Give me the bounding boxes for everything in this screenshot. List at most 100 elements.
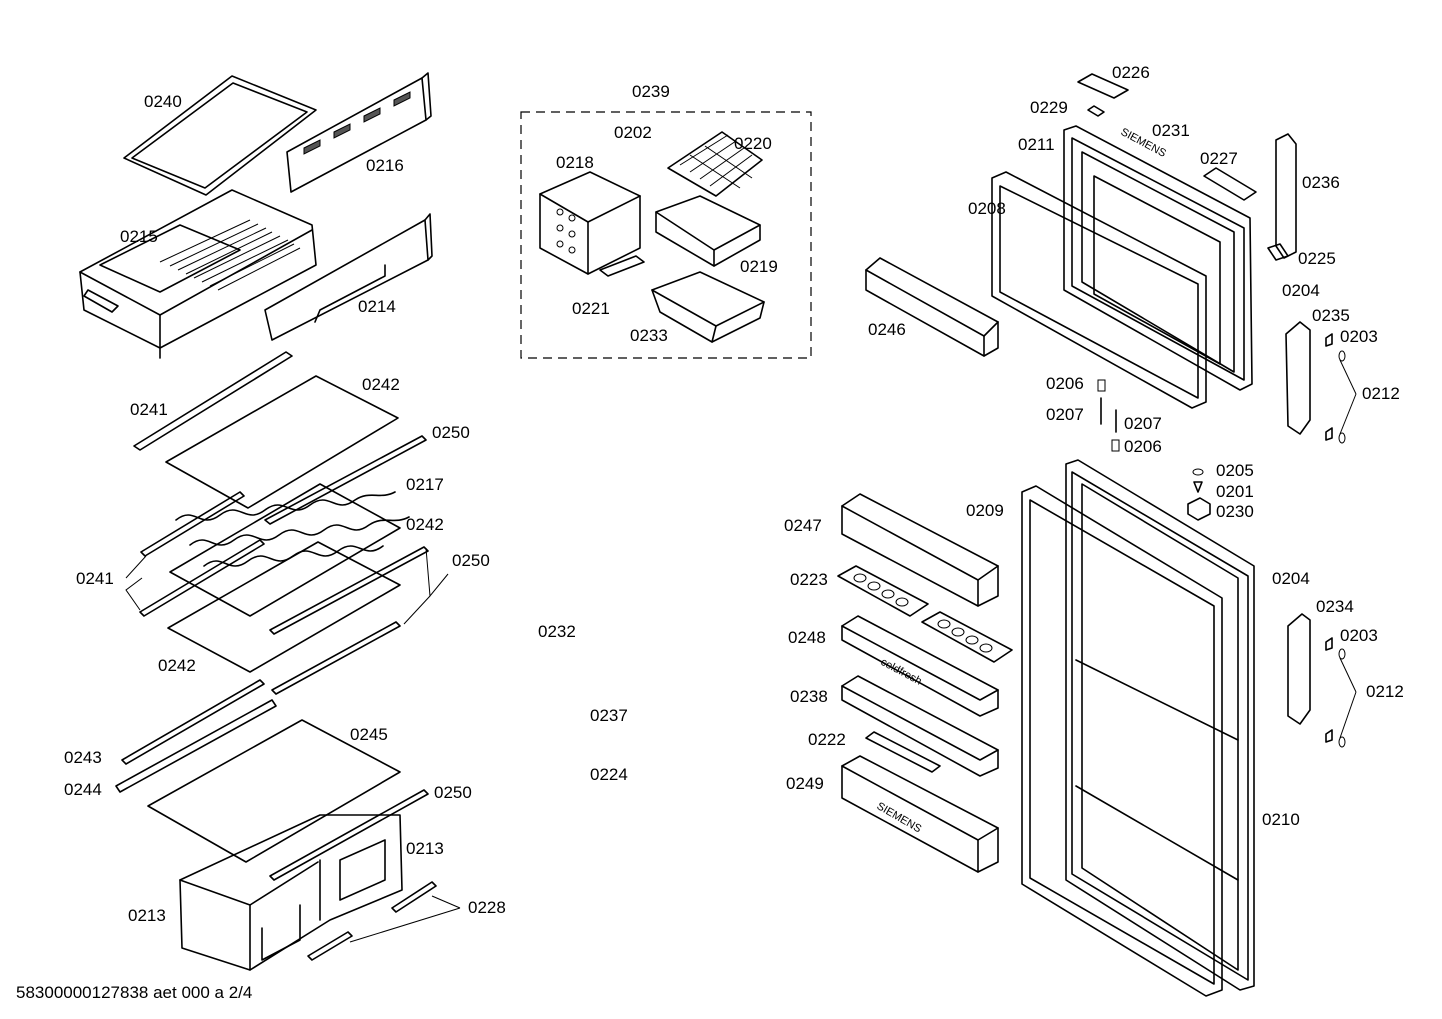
label-0245: 0245 xyxy=(350,725,388,744)
label-0209: 0209 xyxy=(966,501,1004,520)
label-0212-top: 0212 xyxy=(1362,384,1400,403)
label-0240: 0240 xyxy=(144,92,182,111)
caps-0212a xyxy=(1338,350,1346,444)
label-0230: 0230 xyxy=(1216,502,1254,521)
handle-0234 xyxy=(1287,613,1311,725)
label-0207-left: 0207 xyxy=(1046,405,1084,424)
front-trim-0244 xyxy=(115,699,277,793)
slide-0228 xyxy=(307,881,437,961)
label-0231: 0231 xyxy=(1152,121,1190,140)
ice-maker-housing-0218 xyxy=(539,171,641,275)
label-0232: 0232 xyxy=(538,622,576,641)
label-0201: 0201 xyxy=(1216,482,1254,501)
label-0236: 0236 xyxy=(1302,173,1340,192)
label-0213-right: 0213 xyxy=(406,839,444,858)
label-0238: 0238 xyxy=(790,687,828,706)
label-0243: 0243 xyxy=(64,748,102,767)
label-0241-mid: 0241 xyxy=(76,569,114,588)
door-gasket-0209 xyxy=(1021,485,1223,997)
label-0241-top: 0241 xyxy=(130,400,168,419)
label-0242-top: 0242 xyxy=(362,375,400,394)
door-gasket-0208 xyxy=(991,171,1207,409)
crisper-boxes-0213 xyxy=(179,814,403,971)
label-0204-top: 0204 xyxy=(1282,281,1320,300)
label-0213-left: 0213 xyxy=(128,906,166,925)
label-0217: 0217 xyxy=(406,475,444,494)
label-0250-top: 0250 xyxy=(432,423,470,442)
label-0218: 0218 xyxy=(556,153,594,172)
label-0244: 0244 xyxy=(64,780,102,799)
label-0249: 0249 xyxy=(786,774,824,793)
door-bin-0247 xyxy=(841,493,999,607)
label-0242-low: 0242 xyxy=(158,656,196,675)
label-0214: 0214 xyxy=(358,297,396,316)
hinge-pins-0206-0207 xyxy=(1097,379,1120,452)
label-0216: 0216 xyxy=(366,156,404,175)
cover-panel-0216 xyxy=(286,72,432,193)
trim-0250-bottom xyxy=(269,789,429,881)
front-trim-0243 xyxy=(121,679,265,765)
rail-0241-top xyxy=(133,351,293,451)
label-0206-top: 0206 xyxy=(1046,374,1084,393)
switch-0225 xyxy=(1267,243,1289,261)
label-0212-bottom: 0212 xyxy=(1366,682,1404,701)
label-0248: 0248 xyxy=(788,628,826,647)
label-0239: 0239 xyxy=(632,82,670,101)
door-bin-0238 xyxy=(841,675,999,777)
label-0203-top: 0203 xyxy=(1340,327,1378,346)
label-0222: 0222 xyxy=(808,730,846,749)
divider-0222 xyxy=(865,731,941,773)
rail-0241-mid xyxy=(139,491,265,617)
label-0210: 0210 xyxy=(1262,810,1300,829)
label-0226: 0226 xyxy=(1112,63,1150,82)
label-0237: 0237 xyxy=(590,706,628,725)
caps-0212b xyxy=(1338,648,1346,748)
label-0235: 0235 xyxy=(1312,306,1350,325)
label-0215: 0215 xyxy=(120,227,158,246)
hinge-cover-0226 xyxy=(1077,73,1129,99)
label-0223: 0223 xyxy=(790,570,828,589)
part-labels: 0240 0216 0215 0214 0239 0202 0220 0218 … xyxy=(64,63,1404,925)
bottle-rack-0217 xyxy=(175,491,410,567)
hinge-parts-0205-0201-0230 xyxy=(1187,468,1211,521)
egg-tray-0223 xyxy=(837,565,1013,663)
label-0220: 0220 xyxy=(734,134,772,153)
label-0206-bottom: 0206 xyxy=(1124,437,1162,456)
label-0202: 0202 xyxy=(614,123,652,142)
strip-0221 xyxy=(599,255,645,277)
ice-tray-0220 xyxy=(667,131,763,197)
handle-0235 xyxy=(1285,321,1311,435)
label-0203-bottom: 0203 xyxy=(1340,626,1378,645)
label-0242-mid: 0242 xyxy=(406,515,444,534)
label-0227: 0227 xyxy=(1200,149,1238,168)
trim-0250-mid xyxy=(269,546,429,635)
control-panel-0236 xyxy=(1275,133,1297,259)
ice-tray-0233 xyxy=(651,271,765,343)
label-0246: 0246 xyxy=(868,320,906,339)
fridge-door-0210 xyxy=(1065,459,1255,991)
frame-seal-0240 xyxy=(123,75,317,196)
icemaker-kit-box-0239 xyxy=(520,111,812,359)
coldfresh-mark: coldfresh xyxy=(879,656,924,688)
door-bin-0246 xyxy=(865,257,999,357)
trim-0250-low xyxy=(271,621,401,695)
label-0224: 0224 xyxy=(590,765,628,784)
label-0229: 0229 xyxy=(1030,98,1068,117)
cover-0227 xyxy=(1203,167,1257,201)
freezer-drawer-0215 xyxy=(79,189,317,359)
label-0228: 0228 xyxy=(468,898,506,917)
freezer-door-0211 xyxy=(1063,125,1253,391)
label-0207-right: 0207 xyxy=(1124,414,1162,433)
glass-shelf-0242-mid xyxy=(169,483,401,617)
ice-bin-0219 xyxy=(655,195,761,267)
glass-shelf-0245 xyxy=(147,719,401,863)
document-footer: 58300000127838 aet 000 a 2/4 xyxy=(16,983,252,1002)
label-0225: 0225 xyxy=(1298,249,1336,268)
leader-lines xyxy=(125,359,1357,943)
label-0233: 0233 xyxy=(630,326,668,345)
label-0219: 0219 xyxy=(740,257,778,276)
label-0211: 0211 xyxy=(1018,135,1055,154)
label-0205: 0205 xyxy=(1216,461,1254,480)
label-0247: 0247 xyxy=(784,516,822,535)
